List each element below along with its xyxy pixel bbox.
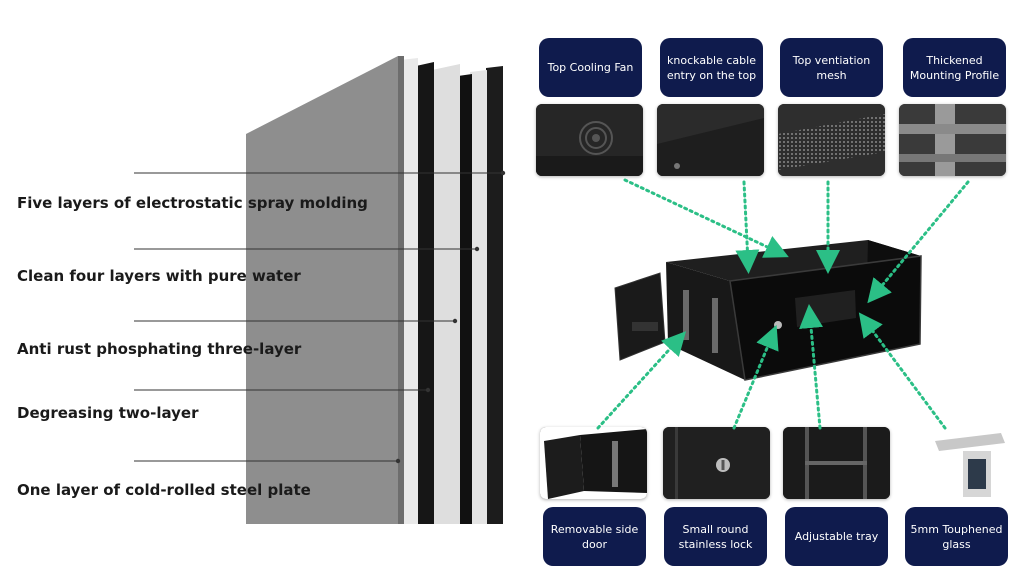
tray-thumbnail (783, 427, 890, 499)
arrow-tray (799, 304, 824, 430)
layer-plate-4 (470, 70, 487, 524)
feature-badge-mounting-profile: Thickened Mounting Profile (903, 38, 1006, 97)
arrow-cooling-fan (623, 178, 789, 258)
arrow-cable-entry (735, 180, 760, 274)
arrow-lock (732, 324, 779, 430)
feature-badge-top-cooling-fan: Top Cooling Fan (539, 38, 642, 97)
feature-badge-side-door: Removable side door (543, 507, 646, 566)
layer-plate-2 (416, 62, 434, 524)
feature-badge-adjustable-tray: Adjustable tray (785, 507, 888, 566)
feature-badge-cable-entry: knockable cable entry on the top (660, 38, 763, 97)
lock-thumbnail (663, 427, 770, 499)
feature-badge-stainless-lock: Small round stainless lock (664, 507, 767, 566)
side-door-thumbnail (540, 427, 647, 499)
layer-label-4: Clean four layers with pure water (17, 267, 301, 285)
layer-label-3: Anti rust phosphating three-layer (17, 340, 302, 358)
layer-label-5: Five layers of electrostatic spray moldi… (17, 194, 368, 212)
layer-plate-5 (486, 66, 503, 524)
arrow-glass (858, 312, 947, 430)
layer-plate-3 (432, 64, 460, 524)
layer-label-2: Degreasing two-layer (17, 404, 199, 422)
feature-badge-toughened-glass: 5mm Touphened glass (905, 507, 1008, 566)
layer-label-1: One layer of cold-rolled steel plate (17, 481, 311, 499)
layer-plate-1b (400, 58, 418, 524)
arrow-side-door (596, 331, 687, 430)
mesh-thumbnail (778, 104, 885, 176)
fan-thumbnail (536, 104, 643, 176)
cable-entry-thumbnail (657, 104, 764, 176)
profile-thumbnail (899, 104, 1006, 176)
feature-badge-ventilation-mesh: Top ventiation mesh (780, 38, 883, 97)
glass-thumbnail (905, 427, 1012, 499)
arrow-mounting-profile (867, 180, 970, 304)
layer-plate-3b (458, 74, 472, 524)
